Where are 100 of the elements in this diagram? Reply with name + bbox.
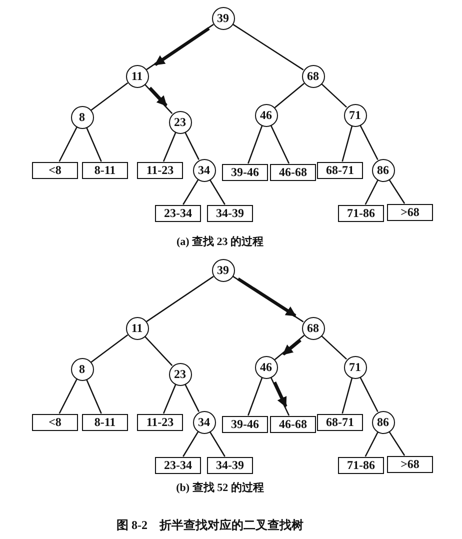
node-key: 8 xyxy=(79,362,85,376)
tree-node-circle xyxy=(70,358,94,380)
node-key: 68-71 xyxy=(326,162,354,178)
node-key: 86 xyxy=(377,414,389,430)
interval-leaf-box xyxy=(222,416,268,432)
node-key: 39-46 xyxy=(231,416,259,432)
tree-branch xyxy=(360,124,378,160)
tree-node-circle xyxy=(302,316,324,340)
interval-leaf-box xyxy=(155,456,201,474)
tree-node-circle xyxy=(302,64,324,88)
tree-node-circle xyxy=(344,104,366,126)
tree-branch xyxy=(248,378,263,416)
node-key: 8-11 xyxy=(94,414,116,430)
search-arrow xyxy=(148,86,168,107)
node-key: <8 xyxy=(48,162,62,178)
node-key: 34-39 xyxy=(216,458,244,472)
node-key: 23 xyxy=(174,366,186,382)
tree-node-circle xyxy=(70,106,94,128)
node-key: 34 xyxy=(198,414,210,430)
node-key: 23 xyxy=(174,114,186,130)
node-key: 68-71 xyxy=(326,414,354,430)
interval-leaf-box xyxy=(155,204,201,222)
tree-branch xyxy=(232,276,304,322)
node-key: 46-68 xyxy=(279,164,307,180)
interval-leaf-box xyxy=(137,414,183,430)
tree-branch xyxy=(162,132,176,162)
interval-leaf-box xyxy=(338,204,384,222)
node-key: <8 xyxy=(48,414,62,430)
tree-branch xyxy=(90,82,128,111)
tree-node-circle xyxy=(372,158,394,182)
interval-leaf-box xyxy=(32,162,78,178)
node-key: 71 xyxy=(349,108,361,122)
tree-branch xyxy=(162,384,176,414)
tree-branch xyxy=(144,336,173,366)
interval-leaf-box xyxy=(82,414,128,430)
node-key: >68 xyxy=(400,204,420,220)
node-key: 34-39 xyxy=(216,206,244,220)
node-key: 39-46 xyxy=(231,164,259,180)
interval-leaf-box xyxy=(207,456,253,474)
tree-branch xyxy=(146,24,214,70)
tree-branch xyxy=(209,432,226,457)
tree-node-circle xyxy=(212,6,234,30)
tree-branch xyxy=(184,132,200,160)
interval-leaf-box xyxy=(137,162,183,178)
tree-branch xyxy=(320,335,348,360)
node-key: 46 xyxy=(260,108,272,122)
tree-branch xyxy=(182,432,199,457)
tree-node-circle xyxy=(192,158,216,182)
node-key: >68 xyxy=(400,456,420,472)
interval-leaf-box xyxy=(270,164,316,180)
tree-branch xyxy=(388,179,406,204)
interval-leaf-box xyxy=(387,204,433,220)
tree-branch xyxy=(58,378,78,414)
node-key: 11 xyxy=(131,68,143,84)
node-key: 11-23 xyxy=(146,414,174,430)
node-key: 34 xyxy=(198,162,210,178)
tree-branch xyxy=(364,432,378,457)
search-arrow xyxy=(154,27,210,66)
node-key: 71 xyxy=(349,360,361,374)
tree-branch xyxy=(58,126,78,162)
tree-branch xyxy=(388,431,406,456)
tree-branch xyxy=(274,82,305,108)
interval-leaf-box xyxy=(270,416,316,432)
tree-branch xyxy=(232,24,304,70)
node-key: 23-34 xyxy=(164,458,192,472)
node-key: 8-11 xyxy=(94,162,116,178)
node-key: 39 xyxy=(217,262,229,278)
tree-node-circle xyxy=(126,64,148,88)
tree-node-circle xyxy=(192,410,216,434)
node-key: 11 xyxy=(131,320,143,336)
node-key: 39 xyxy=(217,10,229,26)
subfigure-caption: (b) 查找 52 的过程 xyxy=(176,480,264,495)
tree-node-circle xyxy=(254,356,278,378)
tree-node-circle xyxy=(254,104,278,126)
node-key: 71-86 xyxy=(347,458,375,472)
interval-leaf-box xyxy=(207,204,253,222)
node-key: 86 xyxy=(377,162,389,178)
interval-leaf-box xyxy=(32,414,78,430)
tree-branch xyxy=(86,127,102,162)
interval-leaf-box xyxy=(317,162,363,178)
tree-branch xyxy=(364,180,378,205)
node-key: 68 xyxy=(307,320,319,336)
tree-node-circle xyxy=(126,316,148,340)
tree-branch xyxy=(342,126,353,162)
subfigure-caption: (a) 查找 23 的过程 xyxy=(176,234,264,249)
tree-branch xyxy=(270,377,290,416)
tree-branch xyxy=(320,83,348,108)
tree-branch xyxy=(146,276,214,322)
tree-branch xyxy=(90,334,128,363)
interval-leaf-box xyxy=(317,414,363,430)
node-key: 71-86 xyxy=(347,206,375,220)
node-key: 23-34 xyxy=(164,206,192,220)
tree-branch xyxy=(144,84,173,114)
tree-branch xyxy=(248,126,263,164)
node-key: 8 xyxy=(79,110,85,124)
interval-leaf-box xyxy=(387,456,433,472)
tree-branch xyxy=(360,376,378,412)
search-arrow xyxy=(282,338,302,356)
tree-branch xyxy=(270,125,290,164)
tree-branch xyxy=(86,379,102,414)
